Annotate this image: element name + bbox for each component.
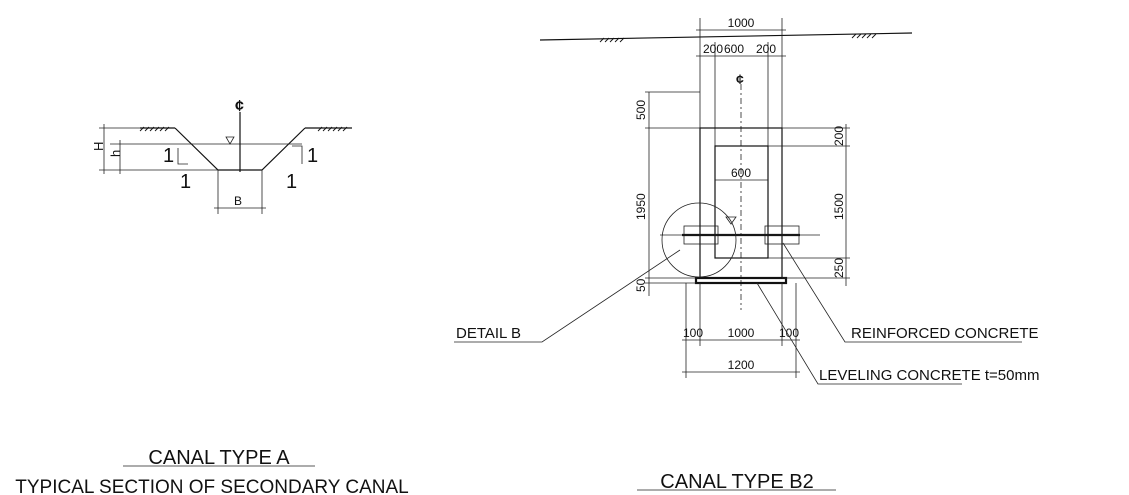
dim-left-upper: 500 <box>634 100 648 120</box>
dim-right-top: 200 <box>832 126 846 146</box>
canal-b2-title: CANAL TYPE B2 <box>660 471 813 493</box>
slope-right-horizontal: 1 <box>286 171 297 193</box>
slope-left-vertical: 1 <box>163 145 174 167</box>
canal-a-title: CANAL TYPE A <box>148 447 290 469</box>
dim-bottom-left: 100 <box>683 326 703 340</box>
dim-top-right: 200 <box>756 42 776 56</box>
ground-hatch-left <box>599 37 625 43</box>
dim-h-label: h <box>108 150 123 157</box>
centerline-symbol-b2: ¢ <box>736 71 744 87</box>
dim-top-mid: 600 <box>724 42 744 56</box>
detail-b-circle <box>661 202 737 278</box>
centerline-symbol-a: ¢ <box>235 98 244 115</box>
dim-right-bottom: 250 <box>832 258 846 278</box>
dim-left-bottom: 50 <box>634 278 648 292</box>
dim-inner-width: 600 <box>731 166 751 180</box>
dim-left-main: 1950 <box>634 193 648 220</box>
ground-left <box>139 126 175 132</box>
dim-bottom-total: 1200 <box>728 358 755 372</box>
label-detail-b: DETAIL B <box>456 325 521 342</box>
label-reinforced-concrete: REINFORCED CONCRETE <box>851 325 1039 342</box>
slope-left-horizontal: 1 <box>180 171 191 193</box>
label-leveling-concrete: LEVELING CONCRETE t=50mm <box>819 367 1039 384</box>
leader-leveling <box>756 282 962 385</box>
water-marker-b2 <box>725 216 737 225</box>
leader-detail-b <box>454 249 681 343</box>
ground-hatch-right <box>851 33 877 39</box>
canal-a-subtitle: TYPICAL SECTION OF SECONDARY CANAL <box>15 477 408 495</box>
leader-reinforced <box>782 242 1022 343</box>
dim-right-mid: 1500 <box>832 193 846 220</box>
canal-type-a: ¢ H h 1 1 1 1 B CANAL TYPE A TYPICAL SEC… <box>15 98 408 495</box>
dim-bottom-mid: 1000 <box>728 326 755 340</box>
water-level-marker <box>225 136 235 145</box>
leveling-base <box>694 276 788 285</box>
canal-type-b2: 1000 200 600 200 ¢ 600 500 1950 50 <box>454 16 1039 493</box>
slope-right-vertical: 1 <box>307 145 318 167</box>
canal-inner-channel <box>714 145 769 259</box>
dim-bottom-right: 100 <box>779 326 799 340</box>
dim-H-label: H <box>91 142 106 151</box>
ground-right <box>305 126 352 132</box>
dim-top-left: 200 <box>703 42 723 56</box>
dim-B-label: B <box>234 194 242 208</box>
dim-top-total: 1000 <box>728 16 755 30</box>
ground-line-b2 <box>539 32 913 41</box>
